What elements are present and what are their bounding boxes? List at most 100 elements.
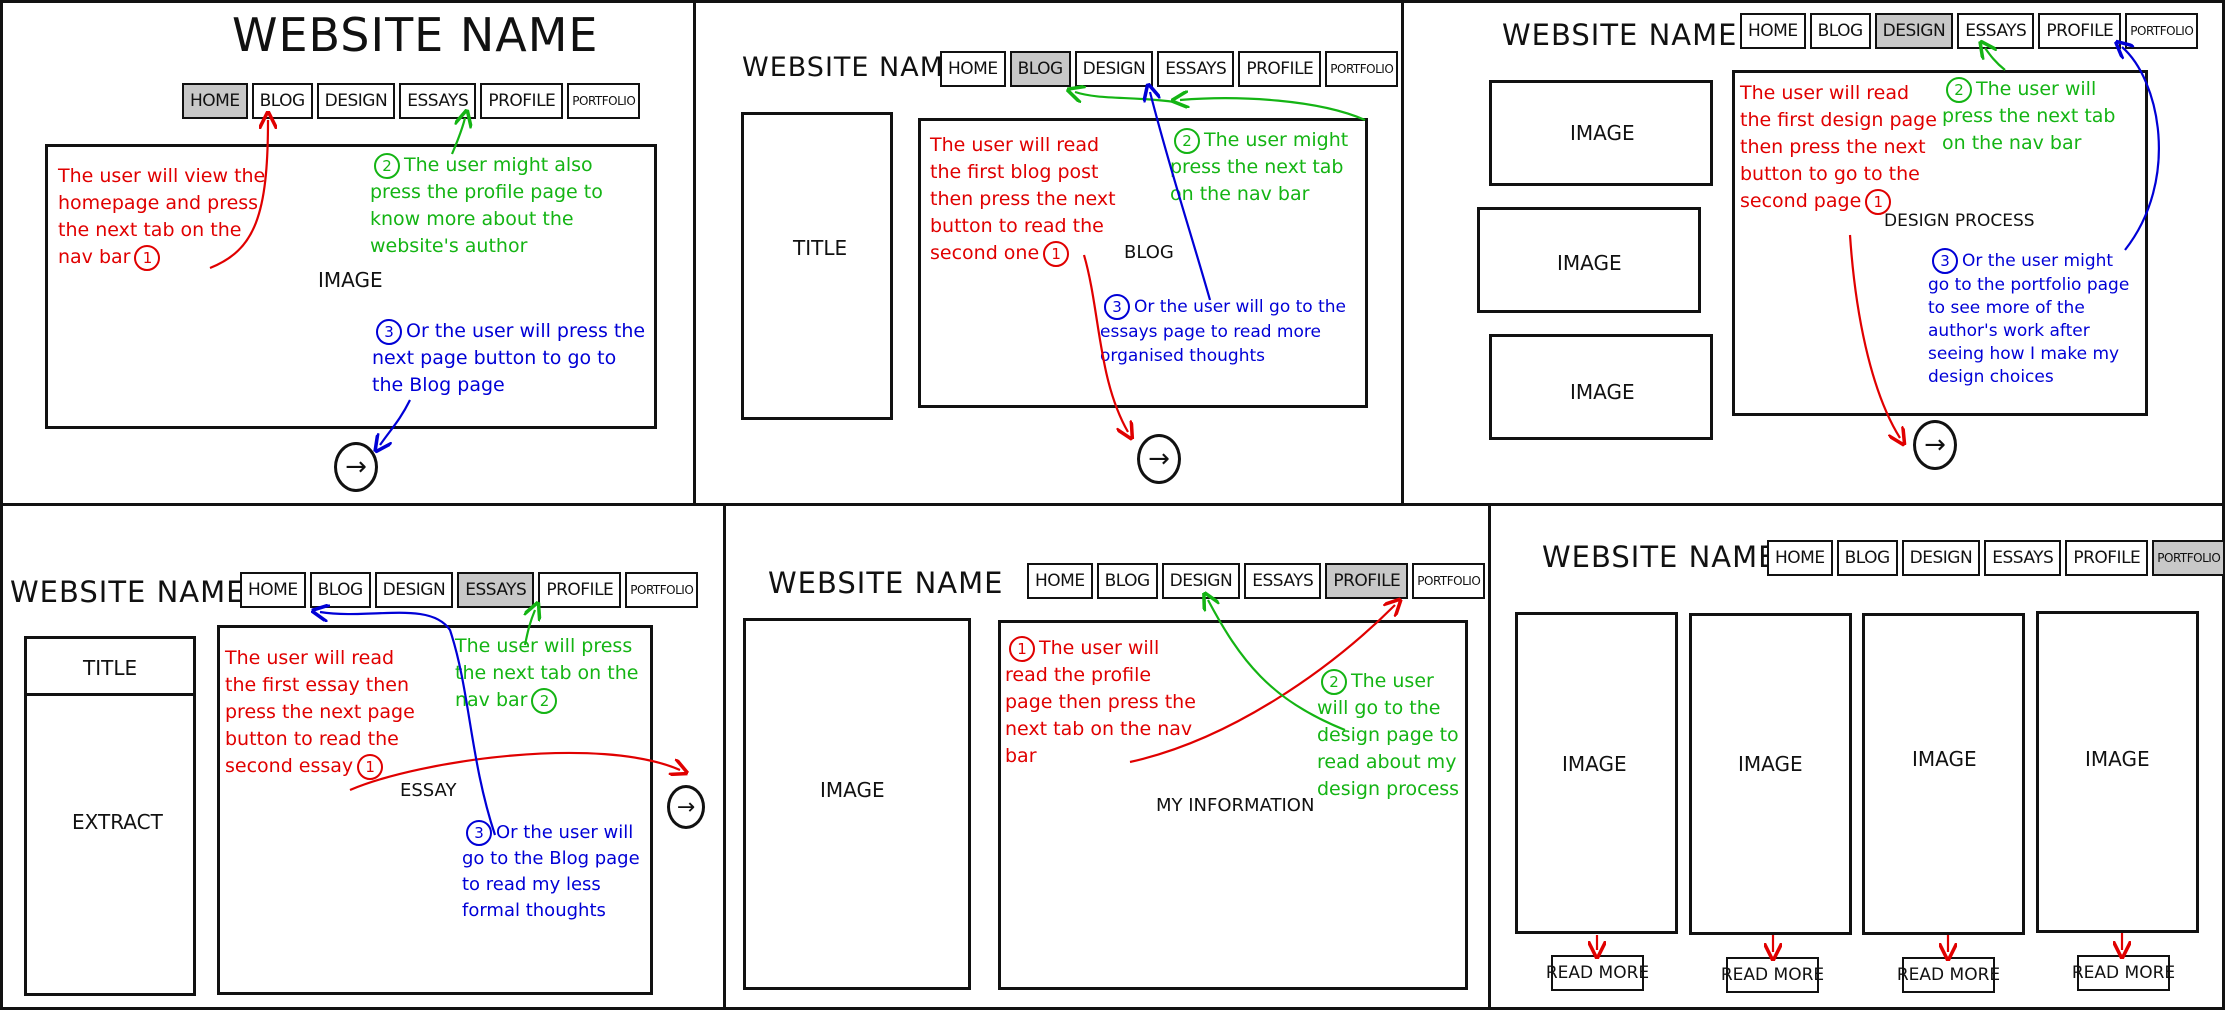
tab-design[interactable]: DESIGN xyxy=(374,572,454,608)
tab-portfolio[interactable]: PORTFOLIO xyxy=(567,83,641,119)
image-label: IMAGE xyxy=(820,778,885,802)
step-number-1: 1 xyxy=(134,245,161,271)
portfolio-image-box xyxy=(2036,611,2199,933)
extract-label: EXTRACT xyxy=(72,810,163,834)
read-more-button[interactable]: READ MORE xyxy=(1721,957,1824,993)
tab-blog[interactable]: BLOG xyxy=(1809,13,1871,49)
tab-essays[interactable]: ESSAYS xyxy=(1984,540,2062,576)
image-box xyxy=(743,618,971,990)
content-label: ESSAY xyxy=(400,780,457,801)
next-page-button[interactable]: → xyxy=(1913,420,1957,470)
image-label: IMAGE xyxy=(1557,251,1622,275)
annotation-text: Or the user will press the next page but… xyxy=(372,320,646,396)
tab-blog[interactable]: BLOG xyxy=(251,83,313,119)
tab-home[interactable]: HOME xyxy=(1767,540,1833,576)
tab-essays[interactable]: ESSAYS xyxy=(457,572,535,608)
nav-bar: HOME BLOG DESIGN ESSAYS PROFILE PORTFOLI… xyxy=(1740,13,2199,49)
annotation-text: The user will view the homepage and pres… xyxy=(58,165,266,268)
step-number-2: 2 xyxy=(531,688,558,714)
tab-portfolio[interactable]: PORTFOLIO xyxy=(625,572,699,608)
tab-portfolio[interactable]: PORTFOLIO xyxy=(1325,51,1399,87)
image-label: IMAGE xyxy=(1562,752,1627,776)
tab-home[interactable]: HOME xyxy=(182,83,248,119)
read-more-button[interactable]: READ MORE xyxy=(1897,957,2000,993)
annotation-text: The user will read the profile page then… xyxy=(1005,637,1196,767)
tab-home[interactable]: HOME xyxy=(240,572,306,608)
tab-blog[interactable]: BLOG xyxy=(1009,51,1071,87)
tab-profile[interactable]: PROFILE xyxy=(1238,51,1322,87)
content-label: DESIGN PROCESS xyxy=(1884,211,2035,231)
image-box xyxy=(1489,334,1713,440)
image-label: IMAGE xyxy=(1570,121,1635,145)
title-box xyxy=(741,112,893,420)
tab-home[interactable]: HOME xyxy=(940,51,1006,87)
title-divider xyxy=(24,693,196,696)
portfolio-image-box xyxy=(1515,612,1678,934)
nav-bar: HOME BLOG DESIGN ESSAYS PROFILE PORTFOLI… xyxy=(182,83,641,119)
tab-home[interactable]: HOME xyxy=(1027,563,1093,599)
image-label: IMAGE xyxy=(1570,380,1635,404)
read-more-button[interactable]: READ MORE xyxy=(1546,955,1649,991)
image-label: IMAGE xyxy=(1738,752,1803,776)
column-divider xyxy=(1401,0,1404,505)
next-page-button[interactable]: → xyxy=(1137,434,1181,484)
tab-profile[interactable]: PROFILE xyxy=(480,83,564,119)
tab-design[interactable]: DESIGN xyxy=(316,83,396,119)
step-number-2: 2 xyxy=(374,153,400,179)
image-box xyxy=(1477,207,1701,313)
annotation-text: Or the user will go to the Blog page to … xyxy=(462,822,640,921)
step-number-2: 2 xyxy=(1321,669,1347,695)
tab-essays[interactable]: ESSAYS xyxy=(399,83,477,119)
tab-design[interactable]: DESIGN xyxy=(1874,13,1954,49)
column-divider xyxy=(1488,505,1491,1010)
tab-portfolio[interactable]: PORTFOLIO xyxy=(2125,13,2199,49)
tab-design[interactable]: DESIGN xyxy=(1074,51,1154,87)
next-page-button[interactable]: → xyxy=(334,442,378,492)
read-more-button[interactable]: READ MORE xyxy=(2072,955,2175,991)
website-name: WEBSITE NAME xyxy=(1502,18,1738,52)
tab-profile[interactable]: PROFILE xyxy=(538,572,622,608)
nav-bar: HOME BLOG DESIGN ESSAYS PROFILE PORTFOLI… xyxy=(240,572,699,608)
step-number-1: 1 xyxy=(1043,241,1070,267)
next-page-button[interactable]: → xyxy=(667,785,705,829)
tab-design[interactable]: DESIGN xyxy=(1901,540,1981,576)
tab-profile[interactable]: PROFILE xyxy=(2065,540,2149,576)
tab-portfolio[interactable]: PORTFOLIO xyxy=(2152,540,2225,576)
tab-blog[interactable]: BLOG xyxy=(309,572,371,608)
tab-profile[interactable]: PROFILE xyxy=(1325,563,1409,599)
tab-blog[interactable]: BLOG xyxy=(1836,540,1898,576)
annotation-1: The user will view the homepage and pres… xyxy=(58,163,268,271)
tab-home[interactable]: HOME xyxy=(1740,13,1806,49)
step-number-3: 3 xyxy=(1104,294,1130,320)
annotation-text: Or the user will go to the essays page t… xyxy=(1100,297,1347,366)
content-label: MY INFORMATION xyxy=(1156,795,1315,816)
nav-bar: HOME BLOG DESIGN ESSAYS PROFILE PORTFOLI… xyxy=(1027,563,1486,599)
annotation-text: The user will read the first design page… xyxy=(1740,82,1937,212)
annotation-1: The user will read the first essay then … xyxy=(225,645,430,780)
content-label: BLOG xyxy=(1124,242,1174,263)
annotation-2: The user will press the next tab on the … xyxy=(455,633,650,714)
annotation-1: The user will read the first blog post t… xyxy=(930,132,1130,267)
tab-essays[interactable]: ESSAYS xyxy=(1957,13,2035,49)
tab-design[interactable]: DESIGN xyxy=(1161,563,1241,599)
step-number-2: 2 xyxy=(1174,128,1200,154)
website-name: WEBSITE NAME xyxy=(232,8,599,62)
tab-profile[interactable]: PROFILE xyxy=(2038,13,2122,49)
tab-essays[interactable]: ESSAYS xyxy=(1244,563,1322,599)
website-name: WEBSITE NAME xyxy=(1542,540,1778,574)
annotation-text: The user will press the next tab on the … xyxy=(1942,78,2116,154)
tab-blog[interactable]: BLOG xyxy=(1096,563,1158,599)
tab-portfolio[interactable]: PORTFOLIO xyxy=(1412,563,1486,599)
title-label: TITLE xyxy=(793,236,848,260)
nav-bar: HOME BLOG DESIGN ESSAYS PROFILE PORTFOLI… xyxy=(940,51,1399,87)
tab-essays[interactable]: ESSAYS xyxy=(1157,51,1235,87)
annotation-text: The user might also press the profile pa… xyxy=(370,154,603,257)
step-number-3: 3 xyxy=(376,319,402,345)
image-label: IMAGE xyxy=(2085,747,2150,771)
